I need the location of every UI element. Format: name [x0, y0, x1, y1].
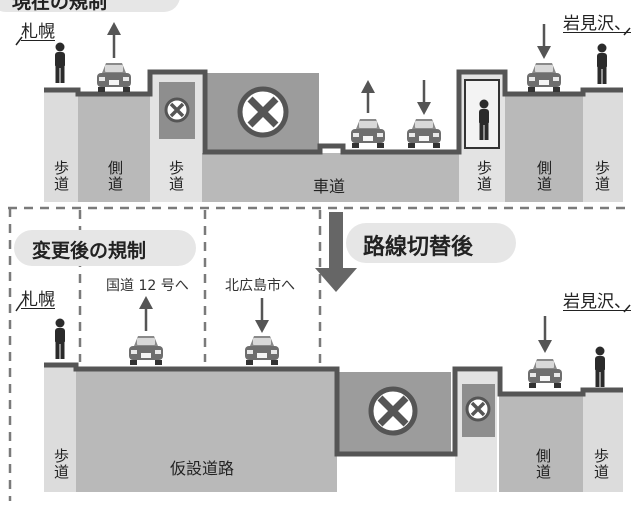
car-icon	[407, 119, 441, 148]
person-icon	[595, 346, 605, 387]
leader-line	[623, 27, 631, 36]
road-closed-icon	[164, 97, 190, 123]
top-cross-section	[0, 0, 631, 202]
car-icon	[245, 336, 279, 365]
car-icon	[527, 63, 561, 92]
surface-outline	[44, 362, 623, 457]
city-label-sapporo: 札幌	[21, 290, 55, 310]
person-icon	[55, 318, 65, 359]
leader-line	[15, 301, 23, 312]
side-road-label: 側道	[535, 160, 553, 192]
section-label-pill	[0, 0, 180, 12]
person-icon	[597, 43, 607, 84]
transition-arrow	[315, 212, 357, 292]
city-label-iwamizawa: 岩見沢、	[563, 292, 631, 312]
dashed-frame	[8, 206, 630, 501]
side-road-shape	[499, 395, 583, 492]
leader-line	[623, 304, 631, 313]
side-road-shape	[505, 95, 583, 202]
sidewalk-shape	[583, 91, 623, 202]
sidewalk-shape	[583, 392, 623, 492]
side-road-shape	[78, 95, 150, 202]
badge-after-switch: 路線切替後	[363, 235, 474, 260]
road-closed-icon	[237, 86, 289, 138]
badge-after-regulation: 変更後の規制	[32, 240, 147, 262]
person-icon	[55, 42, 65, 83]
roadway-shape	[202, 153, 459, 202]
road-closed-icon	[368, 386, 418, 436]
direction-label-route12: 国道 12 号へ	[106, 278, 189, 294]
bottom-cross-section	[14, 223, 631, 492]
direction-label-kitahiroshima: 北広島市へ	[225, 278, 295, 294]
direction-arrows	[139, 296, 552, 353]
section-label: 現在の規制	[12, 0, 108, 13]
car-icon	[129, 336, 163, 365]
city-label-sapporo: 札幌	[21, 22, 55, 42]
roadway-label: 車道	[313, 177, 346, 196]
sidewalk-shape	[44, 91, 78, 202]
sidewalk-label: 歩道	[593, 160, 611, 192]
car-icon	[97, 63, 131, 92]
temporary-road-label: 仮設道路	[170, 459, 235, 478]
sidewalk-label: 歩道	[52, 160, 70, 192]
badge-bg	[14, 230, 196, 266]
car-icon	[351, 119, 385, 148]
sidewalk-label: 歩道	[167, 160, 185, 192]
side-road-label: 側道	[106, 160, 124, 192]
road-closed-icon	[465, 396, 491, 422]
car-icon	[528, 359, 562, 388]
sidewalk-label: 歩道	[592, 448, 610, 480]
surface-outline	[44, 69, 623, 155]
temporary-road-shape	[76, 370, 337, 492]
badge-bg	[346, 223, 516, 263]
sidewalk-label: 歩道	[475, 160, 493, 192]
side-road-label: 側道	[534, 448, 552, 480]
sidewalk-shape	[44, 366, 76, 492]
sidewalk-label: 歩道	[52, 448, 70, 480]
city-label-iwamizawa: 岩見沢、	[563, 14, 631, 34]
direction-arrows	[107, 22, 551, 115]
leader-line	[15, 36, 23, 46]
